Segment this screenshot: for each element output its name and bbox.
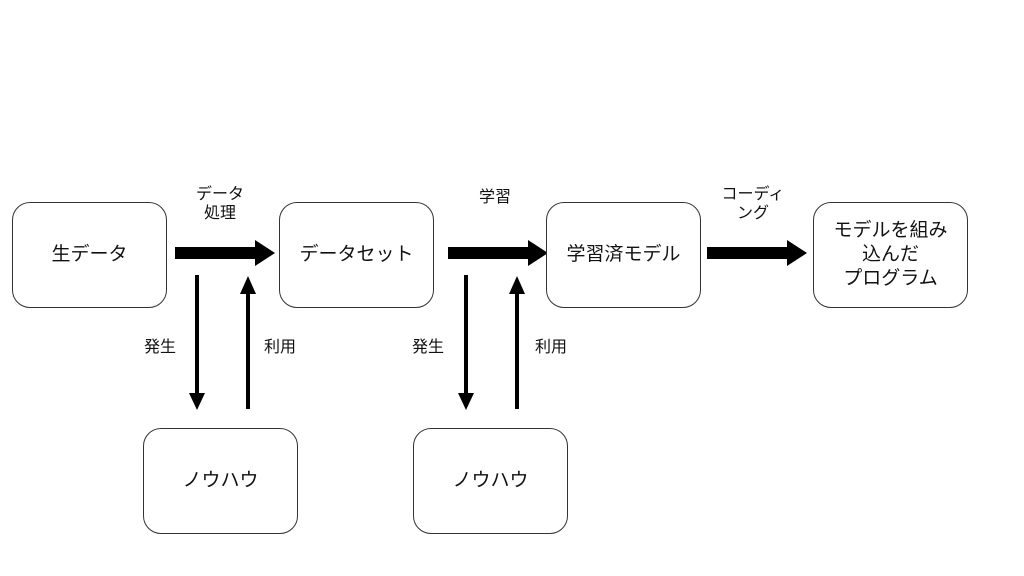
arrow-learning [448,240,548,266]
arrow-use-2 [509,276,525,409]
node-knowhow-2-label: ノウハウ [452,469,529,492]
node-dataset: データセット [279,202,434,308]
node-trained-model: 学習済モデル [546,202,701,308]
label-use-1: 利用 [263,337,296,356]
arrow-use-1 [240,276,256,409]
node-trained-model-label: 学習済モデル [566,243,681,266]
node-raw-data-label: 生データ [51,243,128,266]
node-program: モデルを組み 込んだ プログラム [813,202,968,308]
label-generate-1: 発生 [143,337,176,356]
label-learning: 学習 [478,187,511,206]
label-data-processing: データ 処理 [195,184,244,223]
node-raw-data: 生データ [12,202,167,308]
label-generate-2: 発生 [411,337,444,356]
node-knowhow-1-label: ノウハウ [182,469,259,492]
arrow-data-processing [175,240,275,266]
arrow-generate-1 [189,275,205,410]
label-use-2: 利用 [534,337,567,356]
label-coding: コーディ ング [721,184,785,223]
node-knowhow-2: ノウハウ [413,428,568,534]
node-program-label: モデルを組み 込んだ プログラム [833,219,948,289]
arrow-generate-2 [458,275,474,410]
arrow-coding [707,240,807,266]
node-knowhow-1: ノウハウ [143,428,298,534]
node-dataset-label: データセット [299,243,414,266]
